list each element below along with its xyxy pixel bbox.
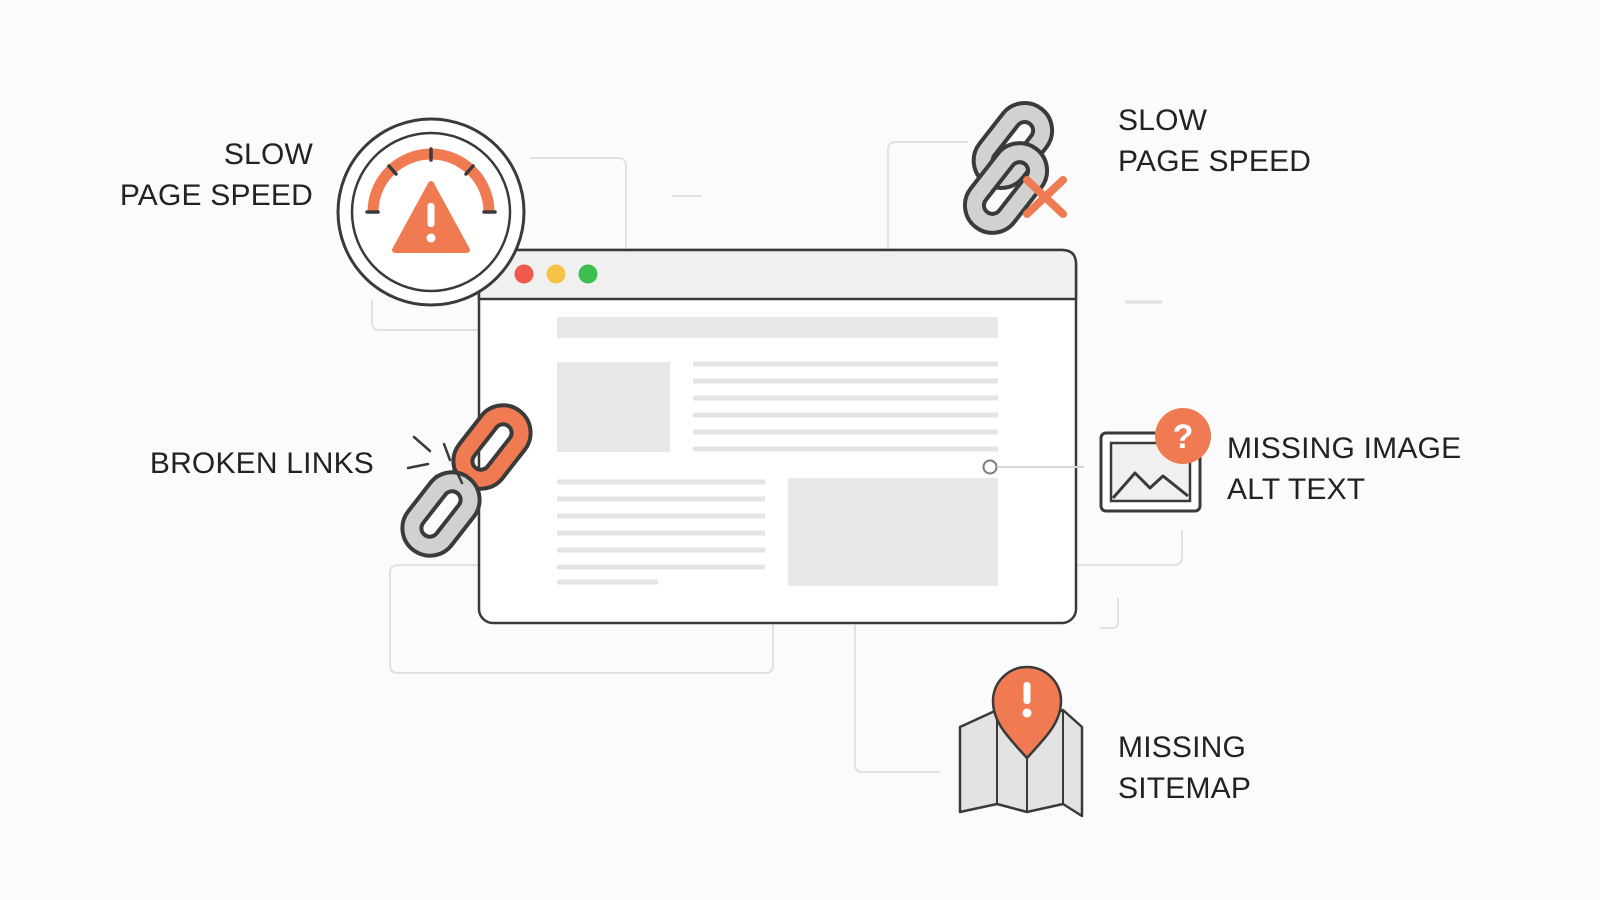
connector-lines [371, 141, 1183, 773]
anchor-dot [982, 459, 998, 475]
broken-chain-x-icon [962, 101, 1067, 235]
label-missing-image-alt-text: MISSING IMAGE ALT TEXT [1227, 428, 1461, 510]
label-line-2: PAGE SPEED [1118, 145, 1312, 178]
connector-top-right [887, 141, 968, 250]
window-minimize-dot[interactable] [546, 264, 566, 284]
label-line-2: ALT TEXT [1227, 473, 1366, 506]
label-broken-links: BROKEN LINKS [150, 443, 374, 484]
browser-window [477, 248, 1084, 625]
connector-top-left [530, 157, 627, 250]
browser-titlebar [477, 248, 1078, 301]
label-missing-sitemap: MISSING SITEMAP [1118, 727, 1251, 809]
placeholder-image-top [557, 362, 670, 452]
label-line-1: SLOW [223, 138, 313, 171]
placeholder-text-lines-left [557, 479, 765, 585]
svg-text:?: ? [1173, 418, 1194, 456]
label-line-2: PAGE SPEED [119, 179, 313, 212]
map-pin-alert-icon [958, 665, 1084, 818]
label-line-1: MISSING [1118, 731, 1247, 764]
connector-left-upper [371, 300, 480, 331]
window-maximize-dot[interactable] [578, 264, 598, 284]
placeholder-image-bottom [788, 478, 998, 586]
label-line-1: BROKEN LINKS [149, 447, 374, 480]
placeholder-header-bar [557, 317, 998, 338]
image-question-icon: ? [1099, 408, 1211, 513]
label-slow-page-speed-right: SLOW PAGE SPEED [1118, 100, 1311, 182]
broken-link-icon [400, 403, 533, 558]
label-slow-page-speed-left: SLOW PAGE SPEED [120, 134, 313, 216]
window-close-dot[interactable] [514, 264, 534, 284]
label-line-1: MISSING IMAGE [1227, 432, 1462, 465]
placeholder-text-lines-right [693, 361, 998, 452]
speedometer-warning-icon [336, 117, 526, 307]
connector-right [1077, 530, 1183, 566]
label-line-2: SITEMAP [1118, 772, 1252, 805]
label-line-1: SLOW [1118, 104, 1208, 137]
connector-right-small [1100, 598, 1119, 629]
connector-left-lower [389, 564, 774, 674]
connector-bottom [854, 625, 940, 773]
